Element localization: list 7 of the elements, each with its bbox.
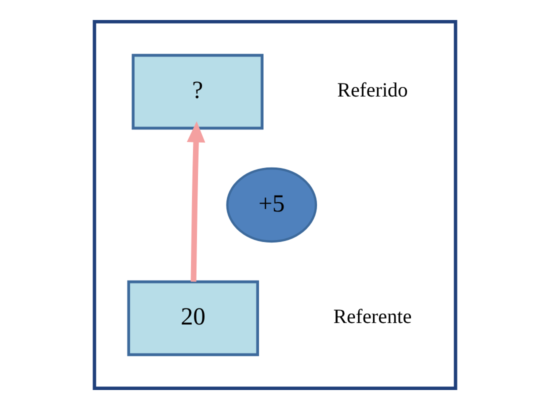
node-label: Referente xyxy=(333,306,412,328)
arrow xyxy=(186,121,206,282)
node-label: Referido xyxy=(337,80,408,102)
cluster xyxy=(92,20,458,390)
node-box: ? xyxy=(132,54,264,130)
node-box: 20 xyxy=(127,280,260,356)
node-ellipse: +5 xyxy=(226,167,318,243)
